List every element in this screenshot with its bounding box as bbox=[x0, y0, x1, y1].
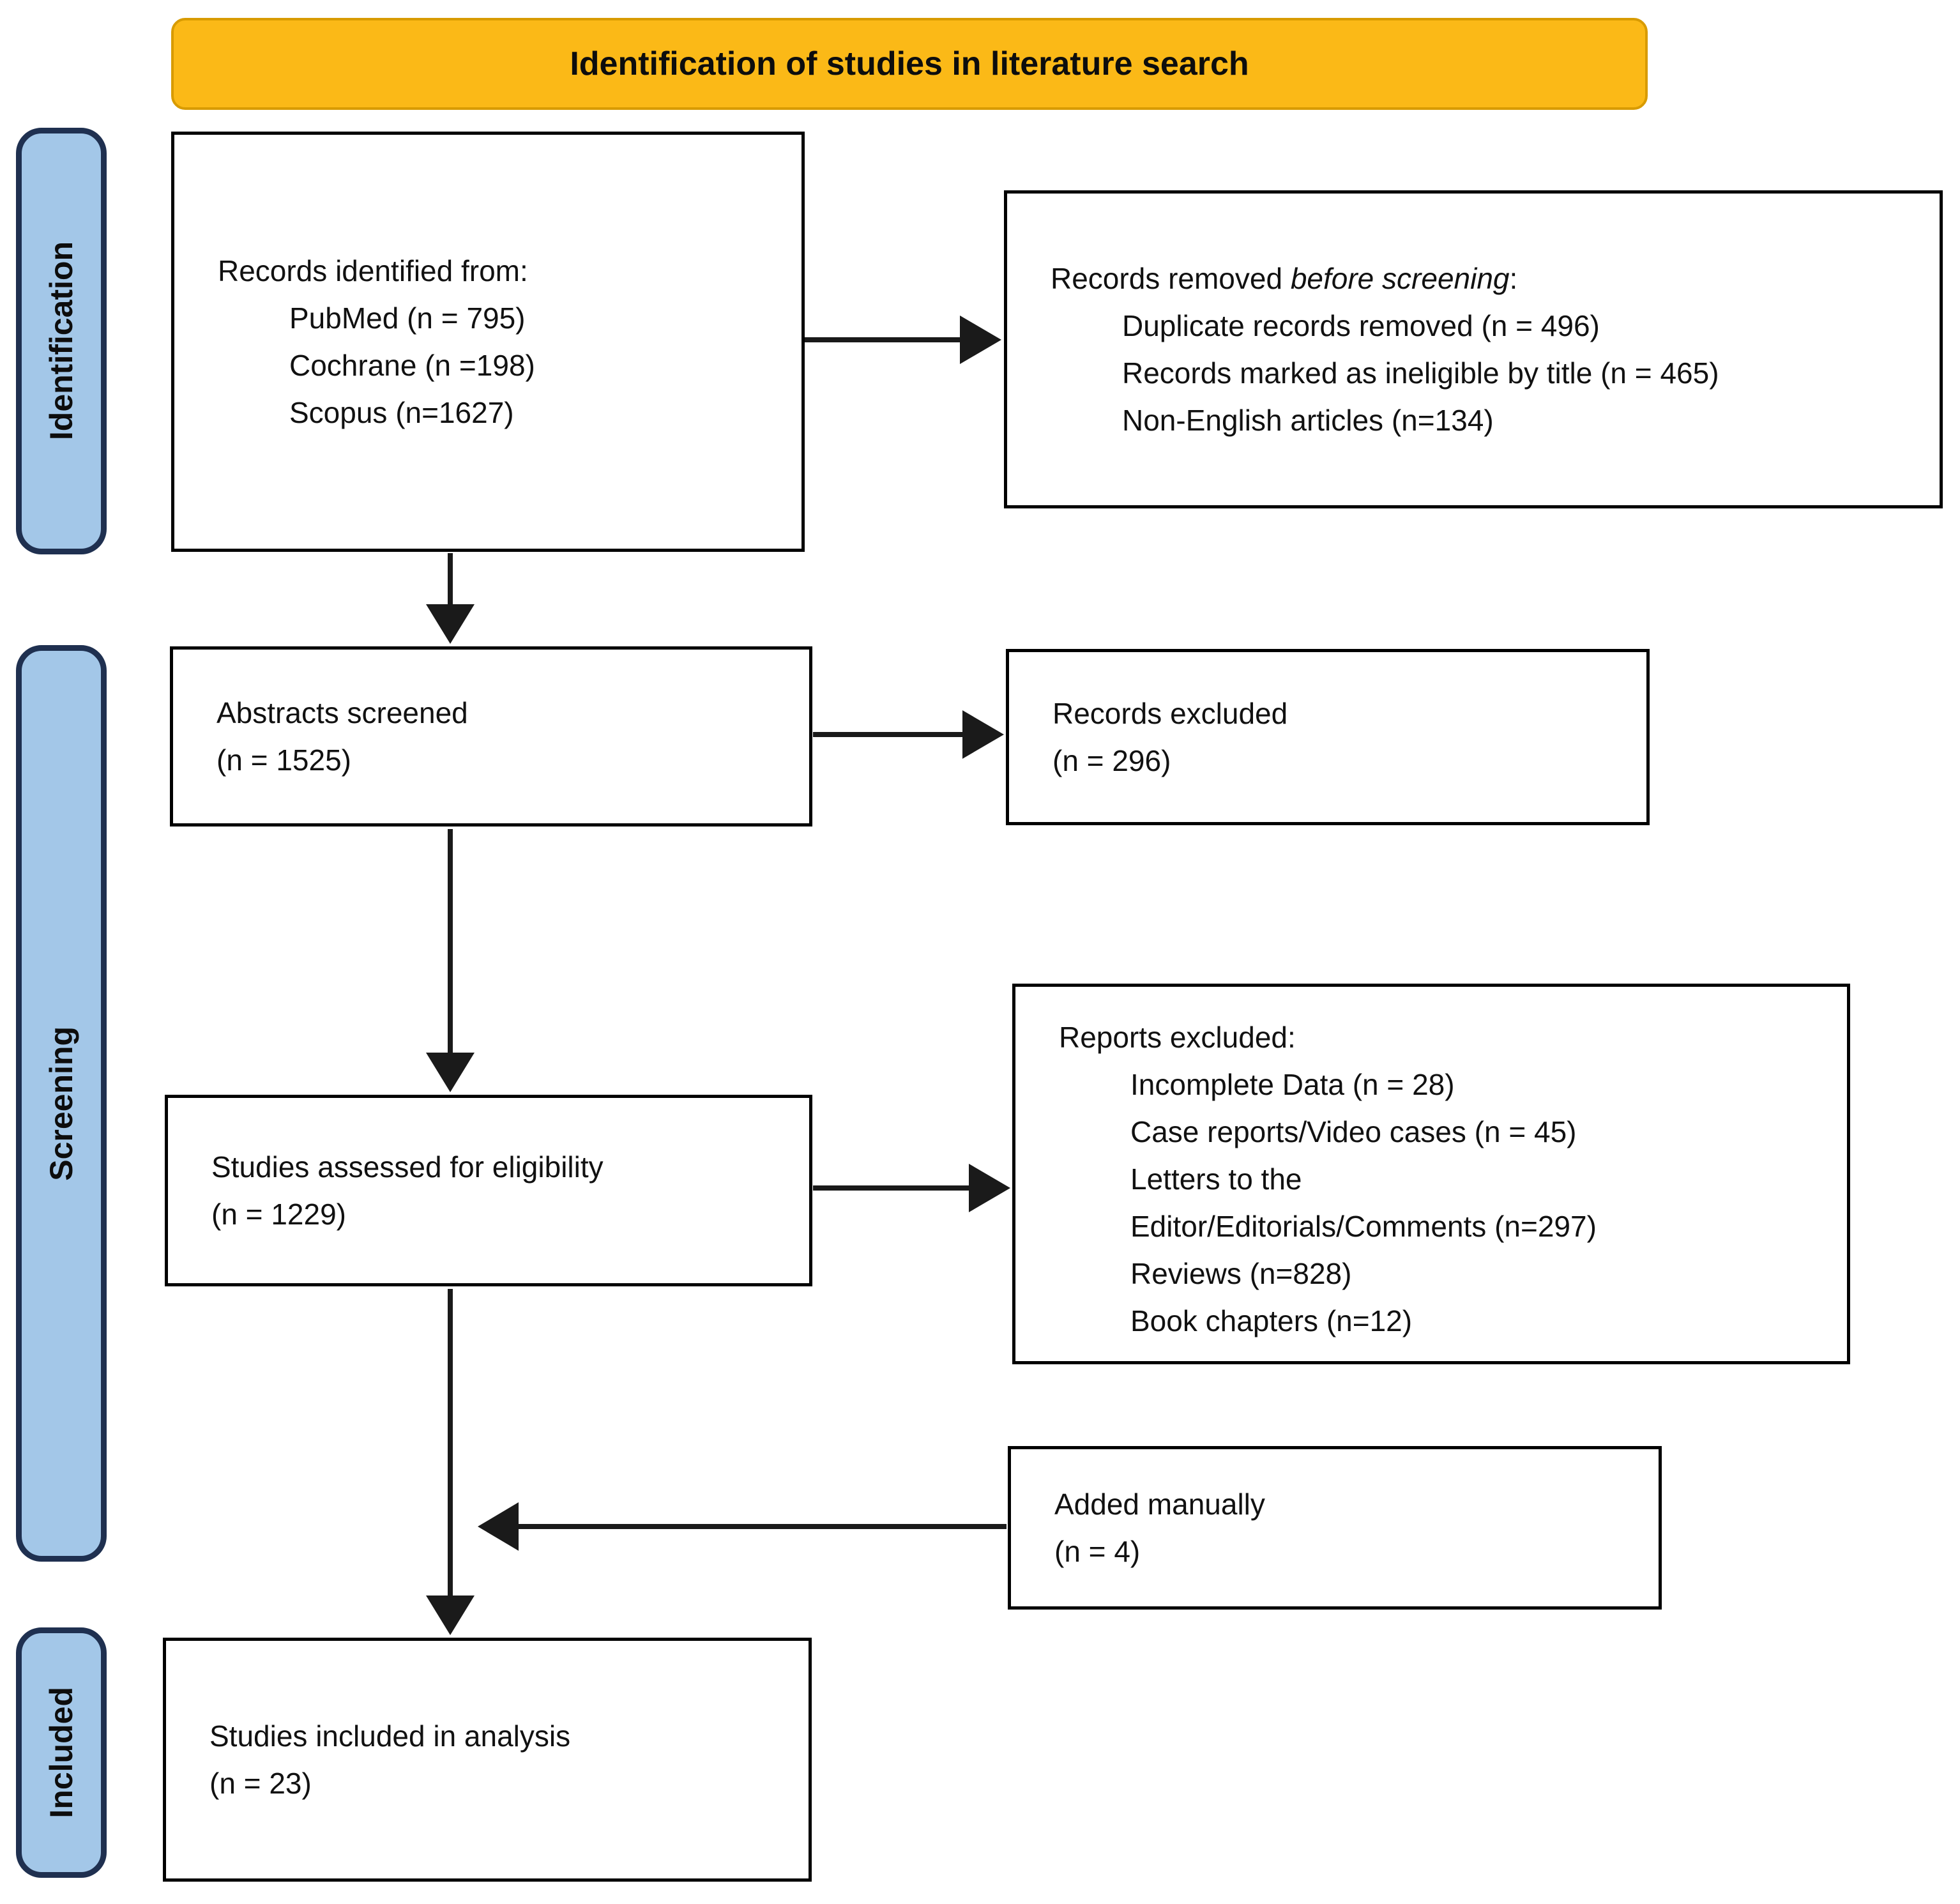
reports-excluded-item: Reviews (n=828) bbox=[1130, 1257, 1352, 1290]
abstracts-screened-line1: Abstracts screened bbox=[217, 696, 468, 729]
records-removed-item: Non-English articles (n=134) bbox=[1122, 404, 1494, 437]
arrow-down-screened-to-assessed-icon bbox=[426, 829, 475, 1092]
added-manually-line1: Added manually bbox=[1054, 1488, 1265, 1521]
arrow-left-added-manually-icon bbox=[478, 1502, 1007, 1551]
studies-assessed-line1: Studies assessed for eligibility bbox=[211, 1150, 604, 1184]
studies-included-count: (n = 23) bbox=[209, 1767, 312, 1800]
stage-label-screening: Screening bbox=[43, 1026, 79, 1181]
reports-excluded-item: Book chapters (n=12) bbox=[1130, 1304, 1413, 1337]
arrow-down-assessed-to-included-icon bbox=[426, 1289, 475, 1635]
studies-assessed-count: (n = 1229) bbox=[211, 1198, 346, 1231]
box-records-identified: Records identified from: PubMed (n = 795… bbox=[171, 132, 805, 552]
box-records-excluded: Records excluded (n = 296) bbox=[1006, 649, 1650, 825]
box-records-removed: Records removed before screening: Duplic… bbox=[1004, 190, 1943, 508]
studies-included-line1: Studies included in analysis bbox=[209, 1719, 571, 1753]
reports-excluded-item: Editor/Editorials/Comments (n=297) bbox=[1130, 1210, 1597, 1243]
records-excluded-count: (n = 296) bbox=[1052, 744, 1171, 777]
reports-excluded-title: Reports excluded: bbox=[1059, 1021, 1296, 1054]
abstracts-screened-count: (n = 1525) bbox=[217, 743, 351, 777]
arrow-right-identified-to-removed-icon bbox=[805, 316, 1001, 364]
arrow-right-assessed-to-reports-excluded-icon bbox=[813, 1164, 1010, 1212]
added-manually-count: (n = 4) bbox=[1054, 1535, 1141, 1568]
records-removed-title: Records removed before screening: bbox=[1051, 262, 1518, 295]
arrow-down-identified-to-screened-icon bbox=[426, 553, 475, 644]
records-identified-title: Records identified from: bbox=[218, 254, 528, 287]
title-banner-label: Identification of studies in literature … bbox=[570, 45, 1249, 82]
stage-label-identification: Identification bbox=[43, 241, 79, 441]
box-abstracts-screened: Abstracts screened (n = 1525) bbox=[170, 646, 812, 826]
box-studies-assessed: Studies assessed for eligibility (n = 12… bbox=[165, 1095, 812, 1286]
stage-bar-included: Included bbox=[16, 1627, 107, 1878]
box-studies-included: Studies included in analysis (n = 23) bbox=[163, 1638, 812, 1882]
stage-bar-screening: Screening bbox=[16, 645, 107, 1562]
box-added-manually: Added manually (n = 4) bbox=[1008, 1446, 1662, 1610]
box-reports-excluded: Reports excluded: Incomplete Data (n = 2… bbox=[1012, 984, 1850, 1364]
stage-bar-identification: Identification bbox=[16, 128, 107, 554]
title-banner: Identification of studies in literature … bbox=[171, 18, 1648, 110]
records-removed-title-italic: before screening bbox=[1290, 262, 1510, 295]
reports-excluded-item: Case reports/Video cases (n = 45) bbox=[1130, 1115, 1577, 1148]
records-removed-item: Records marked as ineligible by title (n… bbox=[1122, 356, 1719, 390]
records-excluded-line1: Records excluded bbox=[1052, 697, 1288, 730]
records-identified-item: Cochrane (n =198) bbox=[289, 349, 535, 382]
stage-label-included: Included bbox=[43, 1687, 79, 1818]
reports-excluded-item: Letters to the bbox=[1130, 1162, 1302, 1196]
arrow-right-screened-to-excluded-icon bbox=[813, 710, 1004, 759]
records-removed-item: Duplicate records removed (n = 496) bbox=[1122, 309, 1600, 342]
records-identified-item: Scopus (n=1627) bbox=[289, 396, 514, 429]
reports-excluded-item: Incomplete Data (n = 28) bbox=[1130, 1068, 1455, 1101]
records-identified-item: PubMed (n = 795) bbox=[289, 301, 526, 335]
